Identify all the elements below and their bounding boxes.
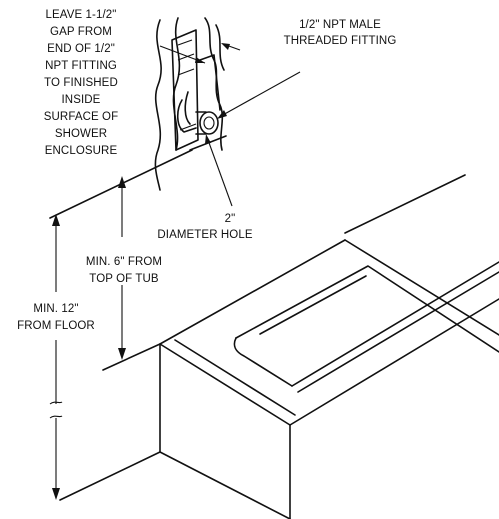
hole-note-line-1: 2" [225,213,236,225]
gap-note-line-7: SURFACE OF [44,111,118,123]
fitting-note: 1/2" NPT MALE THREADED FITTING [284,19,397,47]
floor-height-note: MIN. 12" FROM FLOOR [17,303,95,332]
gap-note-line-8: SHOWER [55,128,107,140]
gap-note-line-9: ENCLOSURE [45,145,118,157]
floor-height-note-line-1: MIN. 12" [33,303,78,315]
wall-fitting-illustration [154,17,227,191]
gap-note: LEAVE 1-1/2" GAP FROM END OF 1/2" NPT FI… [44,9,118,157]
floor-height-note-line-2: FROM FLOOR [17,320,95,332]
gap-note-line-3: END OF 1/2" [47,43,115,55]
gap-note-line-1: LEAVE 1-1/2" [46,9,117,21]
hole-note: 2" DIAMETER HOLE [157,213,252,241]
gap-note-line-5: TO FINISHED [44,77,118,89]
gap-note-line-2: GAP FROM [50,26,112,38]
gap-note-line-6: INSIDE [62,94,101,106]
hole-leader-arrow [205,134,233,207]
tub-height-note-line-1: MIN. 6" FROM [86,256,162,268]
dimension-lines [49,149,193,501]
fitting-leader-arrow [217,71,301,119]
gap-dimension-arrows [159,43,241,64]
fitting-note-line-2: THREADED FITTING [284,35,397,47]
tub-height-note-line-2: TOP OF TUB [89,273,159,285]
gap-note-line-4: NPT FITTING [45,60,117,72]
fitting-note-line-1: 1/2" NPT MALE [299,19,381,31]
tub-height-note: MIN. 6" FROM TOP OF TUB [86,256,162,285]
hole-note-line-2: DIAMETER HOLE [157,229,252,241]
bathtub-illustration [159,174,499,519]
